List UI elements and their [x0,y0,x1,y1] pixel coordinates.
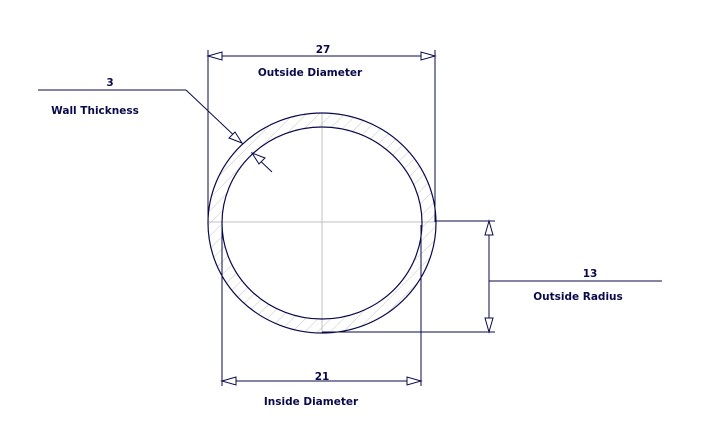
arrow-right-icon [406,376,423,386]
inside-diameter-value: 21 [315,371,330,383]
inside-diameter-dimension [220,225,423,386]
inside-diameter-label: Inside Diameter [264,396,359,408]
arrow-up-icon [484,219,494,236]
outside-radius-value: 13 [583,268,598,280]
outside-diameter-value: 27 [316,44,331,56]
arrow-right-icon [420,51,437,61]
wall-thickness-value: 3 [106,77,113,89]
inner-circle [221,126,423,320]
outside-radius-dimension [322,219,662,334]
wall-thickness-label: Wall Thickness [51,105,139,117]
arrow-down-icon [484,317,494,334]
outside-radius-label: Outside Radius [533,291,623,303]
arrow-icon [250,151,266,165]
wall-thickness-leader [38,89,273,173]
arrow-left-icon [220,376,237,386]
arrow-icon [228,131,244,145]
outside-diameter-label: Outside Diameter [258,67,363,79]
arrow-left-icon [206,51,223,61]
outside-diameter-dimension [206,50,437,222]
center-lines [208,113,436,333]
outer-circle [207,112,437,334]
